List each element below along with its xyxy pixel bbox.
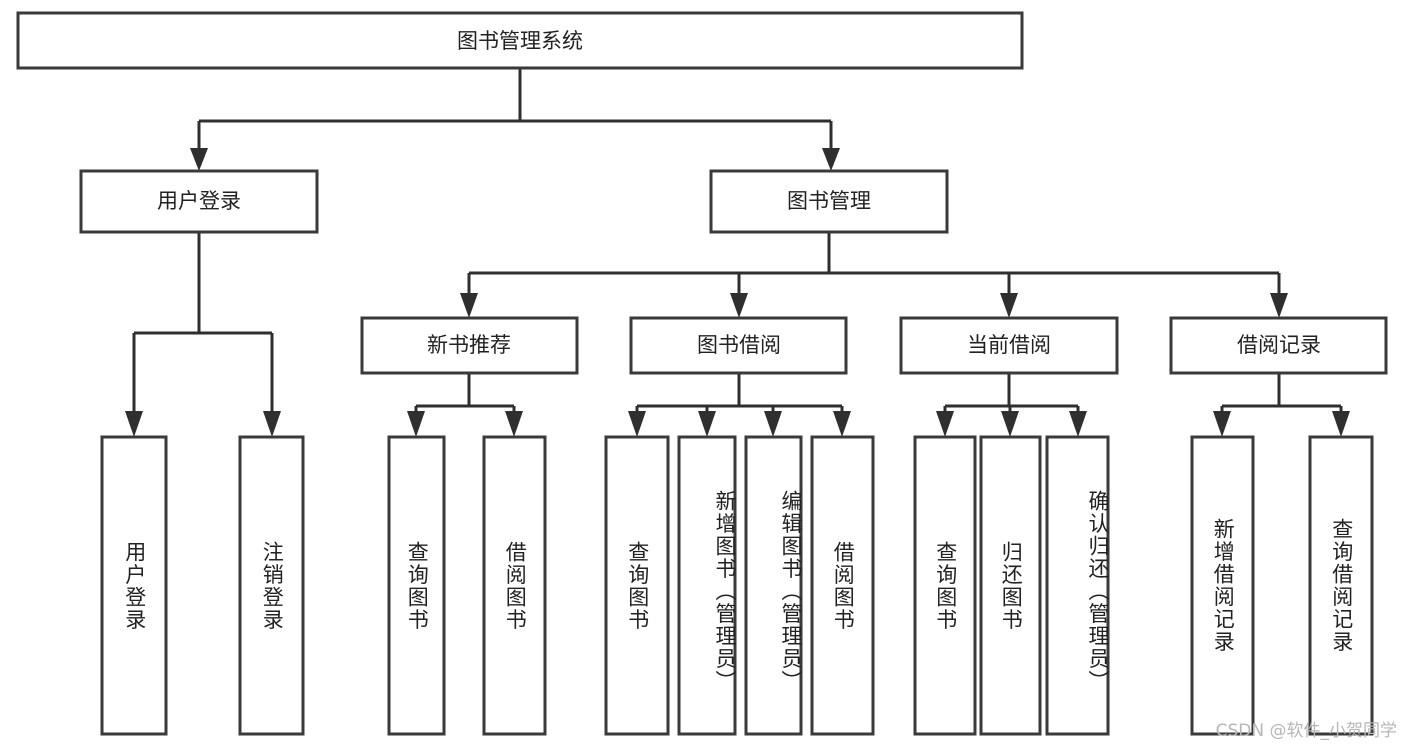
node-leaf-borrow-book-borrow-rect[interactable]: [810, 435, 875, 736]
node-current-borrow-label: 当前借阅: [967, 333, 1051, 357]
arrow-head-user-login: [190, 148, 208, 171]
node-new-book-recommend-rect[interactable]: [360, 316, 579, 375]
arrow-head-book-borrow: [730, 293, 748, 318]
connector-group-current-borrow: [936, 373, 1087, 437]
node-user-login-rect[interactable]: [79, 169, 319, 234]
node-leaf-query-borrow-record-rect[interactable]: [1308, 435, 1374, 736]
connector-group-new-book-recommend: [407, 373, 523, 437]
node-leaf-edit-book-admin-rect[interactable]: [744, 435, 803, 736]
arrow-head-leaf-logout-login: [263, 411, 281, 437]
node-current-borrow-rect[interactable]: [899, 316, 1119, 375]
arrow-head-leaf-query-book-borrow: [628, 411, 646, 437]
node-leaf-borrow-book-recommend-rect[interactable]: [482, 435, 547, 736]
arrow-head-leaf-user-login: [125, 411, 143, 437]
node-new-book-recommend[interactable]: 新书推荐: [360, 316, 579, 375]
node-borrow-record[interactable]: 借阅记录: [1169, 316, 1388, 375]
connector-group-user-login: [125, 232, 281, 437]
node-new-book-recommend-label: 新书推荐: [427, 333, 511, 357]
node-leaf-return-book-rect[interactable]: [979, 435, 1042, 736]
node-user-login-label: 用户登录: [157, 189, 241, 213]
arrow-head-leaf-query-book-recommend: [407, 411, 425, 437]
arrow-head-leaf-borrow-book-borrow: [833, 411, 851, 437]
node-book-borrow-label: 图书借阅: [697, 333, 781, 357]
arrow-head-new-book-recommend: [460, 293, 478, 318]
leaf-boxes-group: [100, 435, 1374, 736]
arrow-head-leaf-return-book: [1001, 411, 1019, 437]
node-leaf-query-book-current-rect[interactable]: [913, 435, 977, 736]
node-leaf-user-login-rect[interactable]: [100, 435, 168, 736]
arrow-head-current-borrow: [1000, 293, 1018, 318]
node-leaf-logout-login-rect[interactable]: [238, 435, 305, 736]
arrow-head-leaf-borrow-book-recommend: [505, 411, 523, 437]
node-root-label: 图书管理系统: [457, 29, 583, 53]
node-leaf-query-book-recommend-rect[interactable]: [387, 435, 446, 736]
arrow-head-book-manage: [822, 148, 840, 171]
arrow-head-leaf-add-book-admin: [698, 411, 716, 437]
node-root-rect[interactable]: [16, 11, 1024, 70]
connector-group-book-manage: [460, 232, 1288, 318]
node-leaf-add-borrow-record-rect[interactable]: [1190, 435, 1255, 736]
node-book-manage[interactable]: 图书管理: [709, 169, 949, 234]
node-borrow-record-rect[interactable]: [1169, 316, 1388, 375]
connector-group-book-borrow: [628, 373, 851, 437]
connector-group-root: [190, 68, 840, 171]
node-user-login[interactable]: 用户登录: [79, 169, 319, 234]
arrow-head-leaf-query-book-current: [936, 411, 954, 437]
arrow-head-borrow-record: [1270, 293, 1288, 318]
connector-group-borrow-record: [1213, 373, 1350, 437]
node-leaf-confirm-return-admin-rect[interactable]: [1045, 435, 1110, 736]
node-borrow-record-label: 借阅记录: [1237, 333, 1321, 357]
arrow-head-leaf-edit-book-admin: [764, 411, 782, 437]
node-book-manage-rect[interactable]: [709, 169, 949, 234]
node-leaf-query-book-borrow-rect[interactable]: [604, 435, 670, 736]
node-book-borrow-rect[interactable]: [629, 316, 848, 375]
arrow-head-leaf-query-borrow-record: [1332, 411, 1350, 437]
node-book-borrow[interactable]: 图书借阅: [629, 316, 848, 375]
node-root[interactable]: 图书管理系统: [16, 11, 1024, 70]
arrow-head-leaf-add-borrow-record: [1213, 411, 1231, 437]
node-book-manage-label: 图书管理: [787, 189, 871, 213]
node-current-borrow[interactable]: 当前借阅: [899, 316, 1119, 375]
arrow-head-leaf-confirm-return-admin: [1069, 411, 1087, 437]
watermark-text: CSDN @软件_小贺同学: [1215, 721, 1397, 741]
node-leaf-add-book-admin-rect[interactable]: [677, 435, 737, 736]
